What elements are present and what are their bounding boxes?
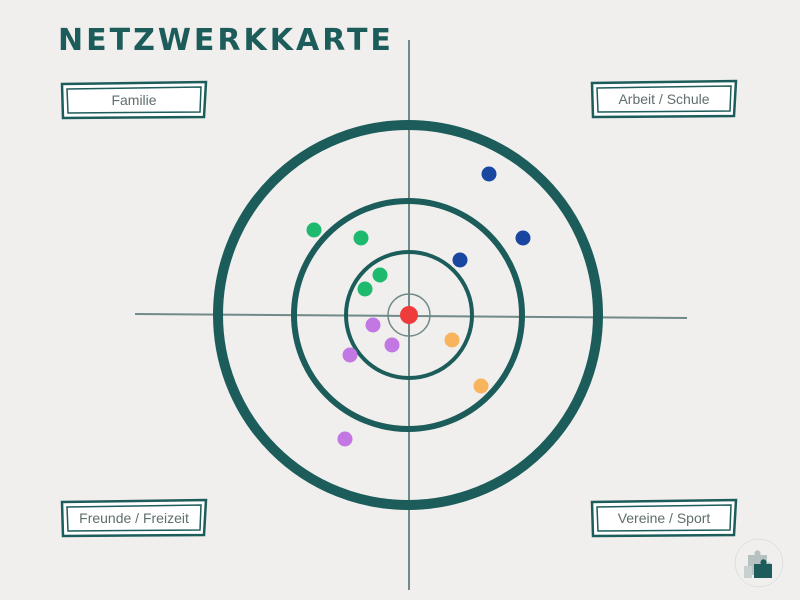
freunde-dot (337, 431, 353, 447)
arbeit-dot (515, 230, 531, 246)
sign-frame-icon (590, 79, 738, 119)
inner-ring (344, 250, 474, 380)
arbeit-dot (481, 166, 497, 182)
outer-ring (213, 120, 603, 510)
page-title: NETZWERKKARTE (58, 23, 394, 58)
label-familie-text: Familie (111, 92, 157, 108)
label-arbeit-schule-text: Arbeit / Schule (618, 91, 710, 107)
center-person-dot (400, 306, 418, 324)
label-familie: Familie (60, 80, 208, 120)
middle-ring (291, 198, 525, 432)
vereine-dot (473, 378, 489, 394)
freunde-dot (384, 337, 400, 353)
sign-frame-icon (590, 498, 738, 538)
label-vereine-sport: Vereine / Sport (590, 498, 738, 538)
center-ring (387, 293, 431, 337)
familie-dot (306, 222, 322, 238)
label-vereine-sport-text: Vereine / Sport (617, 510, 711, 526)
puzzle-logo-icon (734, 538, 784, 588)
label-freunde-freizeit: Freunde / Freizeit (60, 498, 208, 538)
freunde-dot (365, 317, 381, 333)
familie-dot (353, 230, 369, 246)
freunde-dot (342, 347, 358, 363)
sign-frame-icon (60, 80, 208, 120)
label-arbeit-schule: Arbeit / Schule (590, 79, 738, 119)
vereine-dot (444, 332, 460, 348)
sign-frame-icon (60, 498, 208, 538)
familie-dot (372, 267, 388, 283)
familie-dot (357, 281, 373, 297)
label-freunde-freizeit-text: Freunde / Freizeit (79, 510, 189, 526)
arbeit-dot (452, 252, 468, 268)
